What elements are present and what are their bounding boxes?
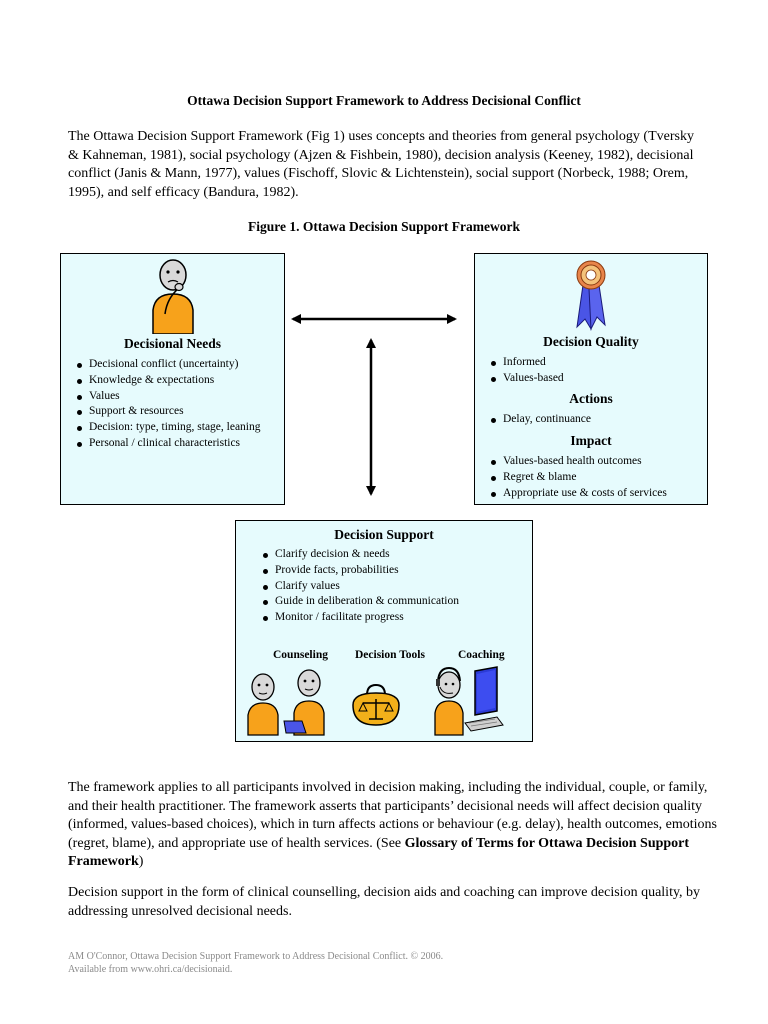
list-item: Monitor / facilitate progress bbox=[261, 610, 459, 626]
list-item: Decision: type, timing, stage, leaning bbox=[75, 420, 261, 436]
glossary-link[interactable]: Glossary of Terms for Ottawa Decision Su… bbox=[68, 835, 690, 870]
list-item: Regret & blame bbox=[489, 470, 667, 486]
decisional-needs-list: Decisional conflict (uncertainty) Knowle… bbox=[75, 357, 261, 452]
list-item: Delay, continuance bbox=[489, 412, 591, 428]
decision-tools-label: Decision Tools bbox=[355, 649, 425, 661]
decisional-needs-box: Decisional Needs Decisional conflict (un… bbox=[60, 253, 285, 505]
decision-support-heading: Decision Support bbox=[334, 527, 434, 542]
list-item: Informed bbox=[489, 355, 564, 371]
framework-paragraph-text: The framework applies to all participant… bbox=[68, 780, 717, 851]
list-item: Clarify values bbox=[261, 579, 459, 595]
intro-paragraph: The Ottawa Decision Support Framework (F… bbox=[68, 129, 694, 200]
list-item: Values-based health outcomes bbox=[489, 454, 667, 470]
impact-list: Values-based health outcomes Regret & bl… bbox=[489, 454, 667, 501]
list-item: Clarify decision & needs bbox=[261, 547, 459, 563]
list-item: Appropriate use & costs of services bbox=[489, 486, 667, 502]
figure-title: Figure 1. Ottawa Decision Support Framew… bbox=[248, 219, 520, 234]
list-item: Support & resources bbox=[75, 404, 261, 420]
decision-quality-box: Decision Quality Informed Values-based A… bbox=[474, 253, 708, 505]
paragraph-end: ) bbox=[138, 854, 144, 869]
list-item: Values bbox=[75, 389, 261, 405]
counseling-label: Counseling bbox=[273, 649, 328, 661]
decision-support-paragraph: Decision support in the form of clinical… bbox=[68, 885, 701, 919]
framework-paragraph: The framework applies to all participant… bbox=[68, 779, 718, 872]
impact-heading: Impact bbox=[570, 433, 612, 448]
coaching-label: Coaching bbox=[458, 649, 505, 661]
list-item: Values-based bbox=[489, 371, 564, 387]
counseling-icon bbox=[247, 669, 325, 736]
footer-line-1: AM O'Connor, Ottawa Decision Support Fra… bbox=[68, 951, 444, 962]
footer-line-2: Available from www.ohri.ca/decisionaid. bbox=[68, 963, 233, 975]
footer-citation: AM O'Connor, Ottawa Decision Support Fra… bbox=[68, 951, 443, 976]
award-ribbon-icon bbox=[576, 260, 606, 331]
list-item: Decisional conflict (uncertainty) bbox=[75, 357, 261, 373]
page-title: Ottawa Decision Support Framework to Add… bbox=[187, 93, 581, 108]
coaching-computer-icon bbox=[434, 666, 504, 736]
decision-quality-heading: Decision Quality bbox=[543, 334, 639, 349]
decision-support-box: Decision Support Clarify decision & need… bbox=[235, 520, 533, 742]
list-item: Guide in deliberation & communication bbox=[261, 594, 459, 610]
decision-support-list: Clarify decision & needs Provide facts, … bbox=[261, 547, 459, 626]
list-item: Knowledge & expectations bbox=[75, 373, 261, 389]
actions-heading: Actions bbox=[569, 391, 613, 406]
actions-list: Delay, continuance bbox=[489, 412, 591, 428]
thinking-person-icon bbox=[152, 259, 194, 334]
decision-tools-scale-icon bbox=[352, 683, 400, 726]
decision-quality-list: Informed Values-based bbox=[489, 355, 564, 387]
list-item: Provide facts, probabilities bbox=[261, 563, 459, 579]
list-item: Personal / clinical characteristics bbox=[75, 436, 261, 452]
decisional-needs-heading: Decisional Needs bbox=[123, 336, 222, 351]
